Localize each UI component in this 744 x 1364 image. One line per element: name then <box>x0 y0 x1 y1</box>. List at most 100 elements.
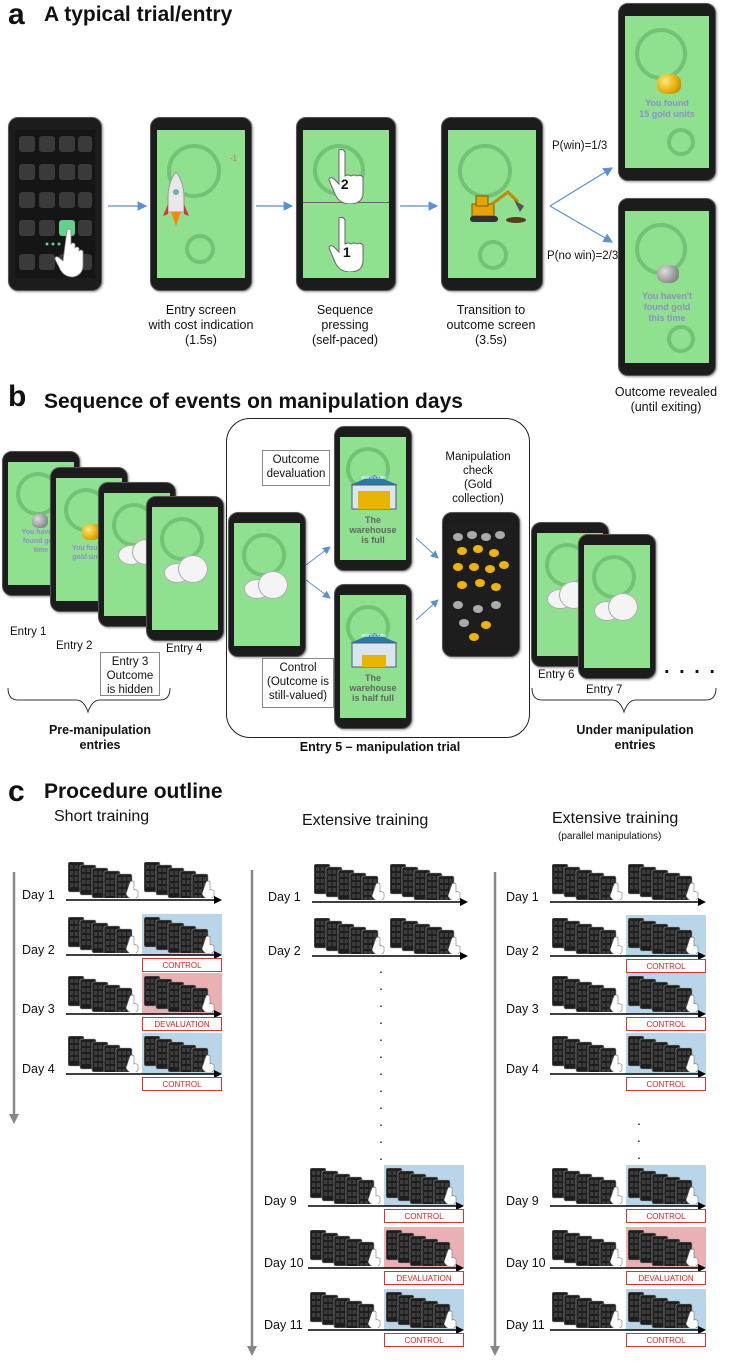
nowin-text-line3: this time <box>648 313 686 324</box>
rock-icon <box>31 514 48 528</box>
col2-day9-phones-pre <box>310 1168 381 1204</box>
col1-day3-timeline <box>66 1010 222 1018</box>
gold-nugget-icon <box>656 74 681 95</box>
col2-dot-6: . <box>379 1062 383 1078</box>
excavator-icon <box>470 190 526 224</box>
col2-day10-label: Day 10 <box>264 1256 304 1270</box>
transition-phone <box>441 117 543 291</box>
col3-subtitle: (parallel manipulations) <box>558 831 662 842</box>
col3-dot-0: . <box>637 1112 641 1128</box>
col2-day9-timeline <box>308 1202 464 1210</box>
col3-day1-timeline <box>550 898 706 906</box>
entry-screen-phone: -1 <box>150 117 252 291</box>
warehouse-half-label: warehouse <box>361 633 387 639</box>
p-nowin-label: P(no win)=2/3 <box>547 250 619 262</box>
col3-day4-phones-pre <box>552 1036 623 1072</box>
col2-day9-phones-post <box>386 1168 457 1204</box>
col2-title: Extensive training <box>302 812 429 829</box>
entry2-text-1: You found <box>71 545 107 552</box>
col3-day10-timeline <box>550 1264 706 1272</box>
col1-day3-label: Day 3 <box>22 1002 55 1016</box>
gold-collection-screen <box>447 523 515 646</box>
win-screen: You found 15 gold units <box>624 16 710 168</box>
col2-day2-timeline <box>312 952 468 960</box>
col2-day10-tag: DEVALUATION <box>384 1271 464 1285</box>
col2-time-axis <box>247 870 257 1356</box>
warehouse-full-phone: warehouse The warehouse is full <box>334 426 412 571</box>
hand-icon <box>54 228 84 278</box>
col2-dot-11: . <box>379 1147 383 1163</box>
col1-time-axis <box>9 872 19 1124</box>
manipulation-check-label: Manipulation check (Gold collection) <box>445 451 511 505</box>
col2-day11-phones-pre <box>310 1292 381 1328</box>
col3-day4-tag: CONTROL <box>626 1077 706 1091</box>
warehouse-half-3: is half full <box>351 693 394 703</box>
col1-day2-tag: CONTROL <box>142 958 222 972</box>
cloud-icon <box>257 571 288 599</box>
rock-icon <box>656 265 679 284</box>
warehouse-icon <box>349 475 398 510</box>
col3-title: Extensive training <box>552 810 679 827</box>
nowin-text-line1: You haven't <box>642 291 692 302</box>
col2-day2-label: Day 2 <box>268 944 301 958</box>
col2-dot-8: . <box>379 1096 383 1112</box>
col3-time-axis <box>490 872 500 1356</box>
col1-day2-timeline <box>66 951 222 959</box>
entry5-phone <box>228 512 306 657</box>
col3-day2-tag: CONTROL <box>626 959 706 973</box>
nowin-screen: You haven't found gold this time <box>624 211 710 363</box>
warehouse-half-2: warehouse <box>349 683 397 693</box>
panel-a-letter: a <box>8 0 25 31</box>
entry7-phone <box>578 534 656 679</box>
win-text-line2: 15 gold units <box>639 109 695 120</box>
panel-c-letter: c <box>8 775 25 808</box>
col3-day2-label: Day 2 <box>506 944 539 958</box>
col3-dot-2: . <box>637 1146 641 1162</box>
cloud-icon <box>607 593 638 621</box>
col2-day9-tag: CONTROL <box>384 1209 464 1223</box>
sequence-screen: 2 1 <box>302 130 390 278</box>
col1-day4-timeline <box>66 1070 222 1078</box>
col2-dot-2: . <box>379 994 383 1010</box>
col2-day1-phones-pre <box>314 864 385 900</box>
ellipsis: . . . . <box>664 656 717 678</box>
entry5-label: Entry 5 – manipulation trial <box>299 740 461 754</box>
col2-day9-label: Day 9 <box>264 1194 297 1208</box>
cloud-icon <box>177 555 208 583</box>
rocket-icon <box>163 171 189 227</box>
col1-day1-phones-pre <box>68 862 139 898</box>
entry1-label: Entry 1 <box>10 626 47 638</box>
col1-day4-phones-post <box>144 1036 215 1072</box>
panel-b-title: Sequence of events on manipulation days <box>44 390 463 413</box>
col1-day2-phones-post <box>144 917 215 953</box>
col1-day4-phones-pre <box>68 1036 139 1072</box>
col3-day9-tag: CONTROL <box>626 1209 706 1223</box>
col3-day4-label: Day 4 <box>506 1062 539 1076</box>
col2-dot-9: . <box>379 1113 383 1129</box>
entry-screen: -1 <box>157 130 245 278</box>
panel-b-letter: b <box>8 380 27 413</box>
sequence-phone: 2 1 <box>296 117 396 291</box>
col3-day10-label: Day 10 <box>506 1256 546 1270</box>
transition-screen <box>448 130 536 278</box>
win-phone: You found 15 gold units <box>618 3 716 181</box>
col3-day1-phones-post <box>628 864 699 900</box>
entry4-phone <box>146 496 224 641</box>
col2-day1-timeline <box>312 898 468 906</box>
caption-outcome: Outcome revealed(until exiting) <box>614 385 718 414</box>
col3-day11-timeline <box>550 1326 706 1334</box>
col2-day1-label: Day 1 <box>268 890 301 904</box>
col2-dot-7: . <box>379 1079 383 1095</box>
gold-nugget-icon <box>81 524 100 540</box>
col2-dot-10: . <box>379 1130 383 1146</box>
col2-day2-phones-post <box>390 918 461 954</box>
col1-day4-tag: CONTROL <box>142 1077 222 1091</box>
press-2-label: 2 <box>340 176 349 193</box>
panel-b-arrows <box>7 537 717 714</box>
col3-day4-phones-post <box>628 1036 699 1072</box>
col2-day1-phones-post <box>390 864 461 900</box>
col3-day2-phones-pre <box>552 918 623 954</box>
